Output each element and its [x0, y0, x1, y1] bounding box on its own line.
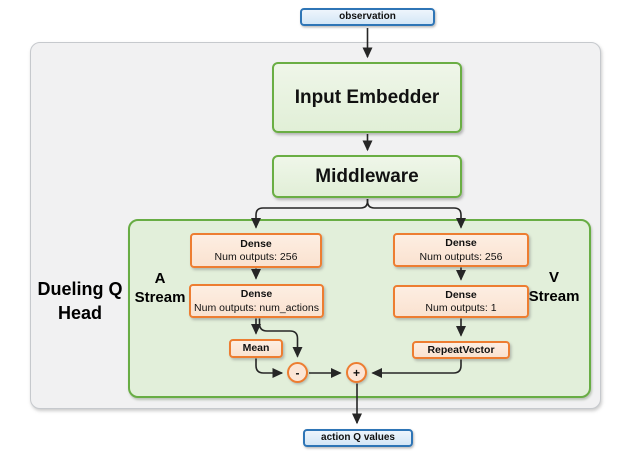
v-stream-label-line1: V: [548, 269, 559, 286]
v-stream-label: V Stream: [522, 268, 586, 306]
repeat-vector-node: RepeatVector: [412, 341, 510, 359]
a-stream-dense-2-outputs: Num outputs: num_actions: [194, 301, 319, 314]
a-stream-dense-1-node: Dense Num outputs: 256: [190, 233, 322, 268]
add-operator-node: +: [346, 362, 367, 383]
subtract-operator-node: -: [287, 362, 308, 383]
v-stream-dense-2-outputs: Num outputs: 1: [425, 302, 497, 314]
observation-node: observation: [300, 8, 435, 26]
v-stream-dense-1-outputs: Num outputs: 256: [419, 250, 503, 263]
a-stream-label: A Stream: [128, 269, 192, 307]
v-stream-dense-1-node: Dense Num outputs: 256: [393, 233, 529, 267]
a-stream-dense-1-outputs: Num outputs: 256: [214, 251, 298, 263]
repeat-vector-node-label: RepeatVector: [427, 343, 495, 356]
v-stream-label-line2: Stream: [528, 288, 580, 305]
input-embedder-node: Input Embedder: [272, 62, 462, 133]
dueling-q-head-label: Dueling Q Head: [18, 277, 142, 325]
v-stream-dense-2-node: Dense Num outputs: 1: [393, 285, 529, 318]
v-stream-dense-2-title: Dense: [445, 288, 477, 301]
dueling-q-head-label-line1: Dueling Q: [37, 279, 123, 299]
a-stream-label-line1: A: [154, 270, 166, 287]
a-stream-dense-2-title: Dense: [240, 288, 273, 301]
a-stream-label-line2: Stream: [134, 289, 186, 306]
a-stream-dense-2-node: Dense Num outputs: num_actions: [189, 284, 324, 318]
middleware-node: Middleware: [272, 155, 462, 198]
a-stream-dense-1-title: Dense: [240, 237, 272, 250]
v-stream-dense-1-title: Dense: [445, 237, 477, 250]
dueling-q-head-label-line2: Head: [57, 303, 102, 323]
action-q-values-node: action Q values: [303, 429, 413, 447]
mean-node-label: Mean: [242, 342, 270, 355]
mean-node: Mean: [229, 339, 283, 358]
